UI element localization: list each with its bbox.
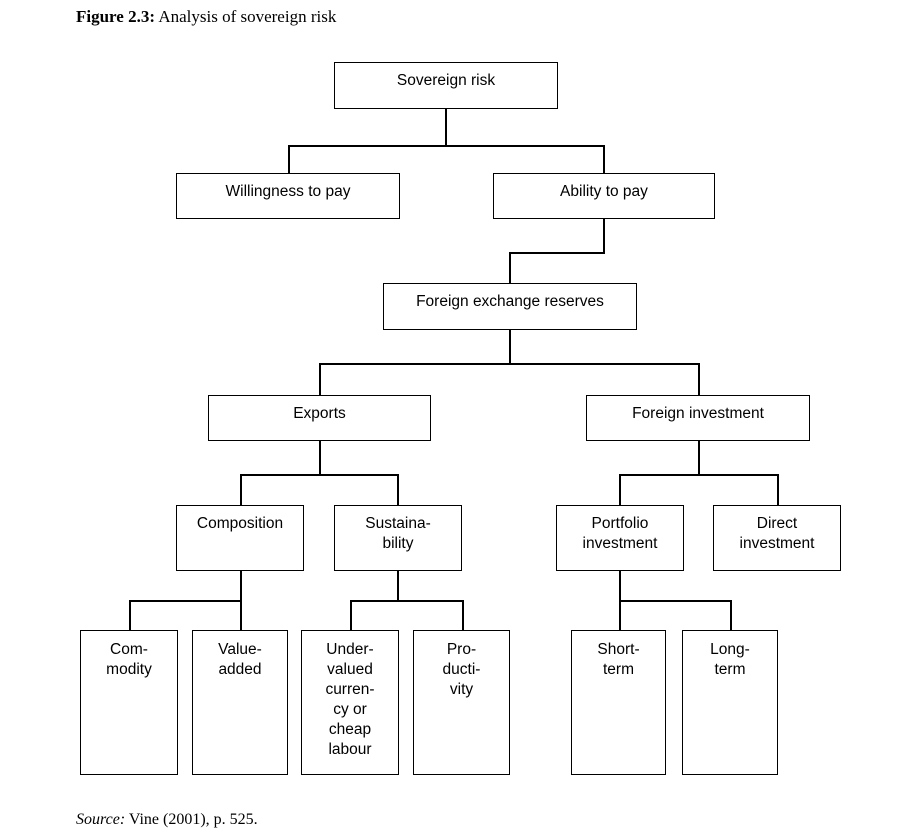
connector-fxreserves-down xyxy=(509,330,511,364)
node-willingness-to-pay[interactable]: Willingness to pay xyxy=(176,173,400,219)
node-undervalued-currency[interactable]: Under- valued curren- cy or cheap labour xyxy=(301,630,399,775)
connector-exports-drop xyxy=(319,363,321,396)
connector-longterm-drop xyxy=(730,600,732,630)
connector-sustainability-down xyxy=(397,571,399,601)
source-label: Source: xyxy=(76,811,126,828)
connector-portfolio-bar xyxy=(619,600,731,602)
node-exports[interactable]: Exports xyxy=(208,395,431,441)
node-long-term[interactable]: Long- term xyxy=(682,630,778,775)
figure-title: Analysis of sovereign risk xyxy=(155,7,337,26)
connector-sovereign-down xyxy=(445,108,447,146)
connector-commodity-drop xyxy=(129,600,131,630)
connector-fxreserves-drop xyxy=(509,252,511,284)
node-foreign-exchange-reserves[interactable]: Foreign exchange reserves xyxy=(383,283,637,330)
node-composition[interactable]: Composition xyxy=(176,505,304,571)
connector-composition-down xyxy=(240,571,242,601)
connector-foreigninv-drop xyxy=(698,363,700,396)
connector-sustainability-drop xyxy=(397,474,399,505)
node-sovereign-risk[interactable]: Sovereign risk xyxy=(334,62,558,109)
connector-undervalued-drop xyxy=(350,600,352,630)
node-direct-investment[interactable]: Direct investment xyxy=(713,505,841,571)
connector-portfolio-down xyxy=(619,571,621,601)
node-portfolio-investment[interactable]: Portfolio investment xyxy=(556,505,684,571)
connector-foreigninv-down xyxy=(698,441,700,475)
connector-portfolio-drop xyxy=(619,474,621,505)
figure-number: Figure 2.3: xyxy=(76,7,156,26)
connector-level2-bar xyxy=(288,145,604,147)
node-productivity[interactable]: Pro- ducti- vity xyxy=(413,630,510,775)
connector-exports-down xyxy=(319,441,321,475)
connector-valueadded-drop xyxy=(240,600,242,630)
connector-composition-bar xyxy=(129,600,241,602)
source-text: Vine (2001), p. 525. xyxy=(125,811,258,828)
node-value-added[interactable]: Value- added xyxy=(192,630,288,775)
connector-direct-drop xyxy=(777,474,779,505)
connector-productivity-drop xyxy=(462,600,464,630)
node-foreign-investment[interactable]: Foreign investment xyxy=(586,395,810,441)
figure-source: Source: Vine (2001), p. 525. xyxy=(76,810,258,830)
connector-foreigninv-bar xyxy=(619,474,777,476)
connector-composition-drop xyxy=(240,474,242,505)
node-commodity[interactable]: Com- modity xyxy=(80,630,178,775)
connector-sustainability-bar xyxy=(350,600,463,602)
node-sustainability[interactable]: Sustaina- bility xyxy=(334,505,462,571)
connector-exports-bar xyxy=(240,474,398,476)
connector-willingness-drop xyxy=(288,145,290,173)
node-ability-to-pay[interactable]: Ability to pay xyxy=(493,173,715,219)
connector-shortterm-drop xyxy=(619,600,621,630)
connector-ability-down xyxy=(603,219,605,253)
figure-caption: Figure 2.3: Analysis of sovereign risk xyxy=(76,6,336,27)
connector-level4-bar xyxy=(319,363,699,365)
connector-ability-drop xyxy=(603,145,605,173)
node-short-term[interactable]: Short- term xyxy=(571,630,666,775)
connector-ability-elbow xyxy=(509,252,605,254)
